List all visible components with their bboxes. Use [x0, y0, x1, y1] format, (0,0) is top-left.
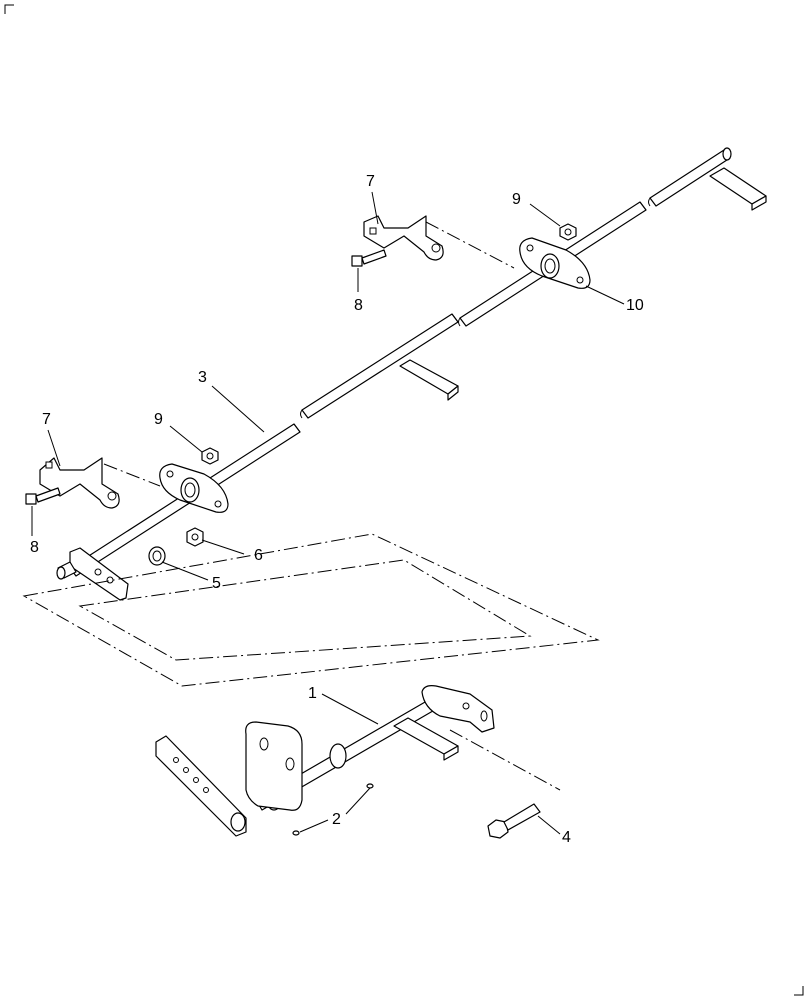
right-flange-bearing — [519, 237, 591, 289]
right-bracket — [363, 215, 444, 261]
callout-3: 3 — [198, 369, 207, 386]
right-bolt — [351, 249, 387, 267]
hex-nut — [186, 527, 204, 547]
crop-marks — [4, 4, 804, 996]
callout-9-right: 9 — [512, 191, 521, 208]
left-bolt — [25, 487, 61, 505]
right-cam-plate — [421, 685, 495, 733]
washer — [148, 546, 166, 566]
lower-tab — [393, 717, 459, 761]
callout-7-right: 7 — [366, 173, 375, 190]
cotter-pins — [292, 783, 374, 836]
lever-arm — [155, 735, 247, 837]
leader-lines — [31, 191, 625, 835]
callout-10: 10 — [626, 297, 644, 314]
callout-8-right: 8 — [354, 297, 363, 314]
assembly-lines — [22, 221, 600, 791]
left-flange-bearing — [159, 463, 229, 513]
left-bracket — [39, 457, 120, 509]
long-shaft — [69, 147, 732, 577]
callout-5: 5 — [212, 575, 221, 592]
callout-7-left: 7 — [42, 411, 51, 428]
callout-6: 6 — [254, 547, 263, 564]
right-nut — [559, 223, 577, 241]
large-plate — [245, 721, 303, 811]
shaft-tab-middle — [399, 359, 459, 401]
left-nut — [201, 447, 219, 465]
callout-4: 4 — [562, 829, 571, 846]
callout-1: 1 — [308, 685, 317, 702]
callout-9-left: 9 — [154, 411, 163, 428]
left-end-plate — [56, 547, 129, 601]
callout-8-left: 8 — [30, 539, 39, 556]
hex-bolt — [487, 803, 541, 839]
callout-2: 2 — [332, 811, 341, 828]
shaft-tab-end — [709, 167, 767, 211]
